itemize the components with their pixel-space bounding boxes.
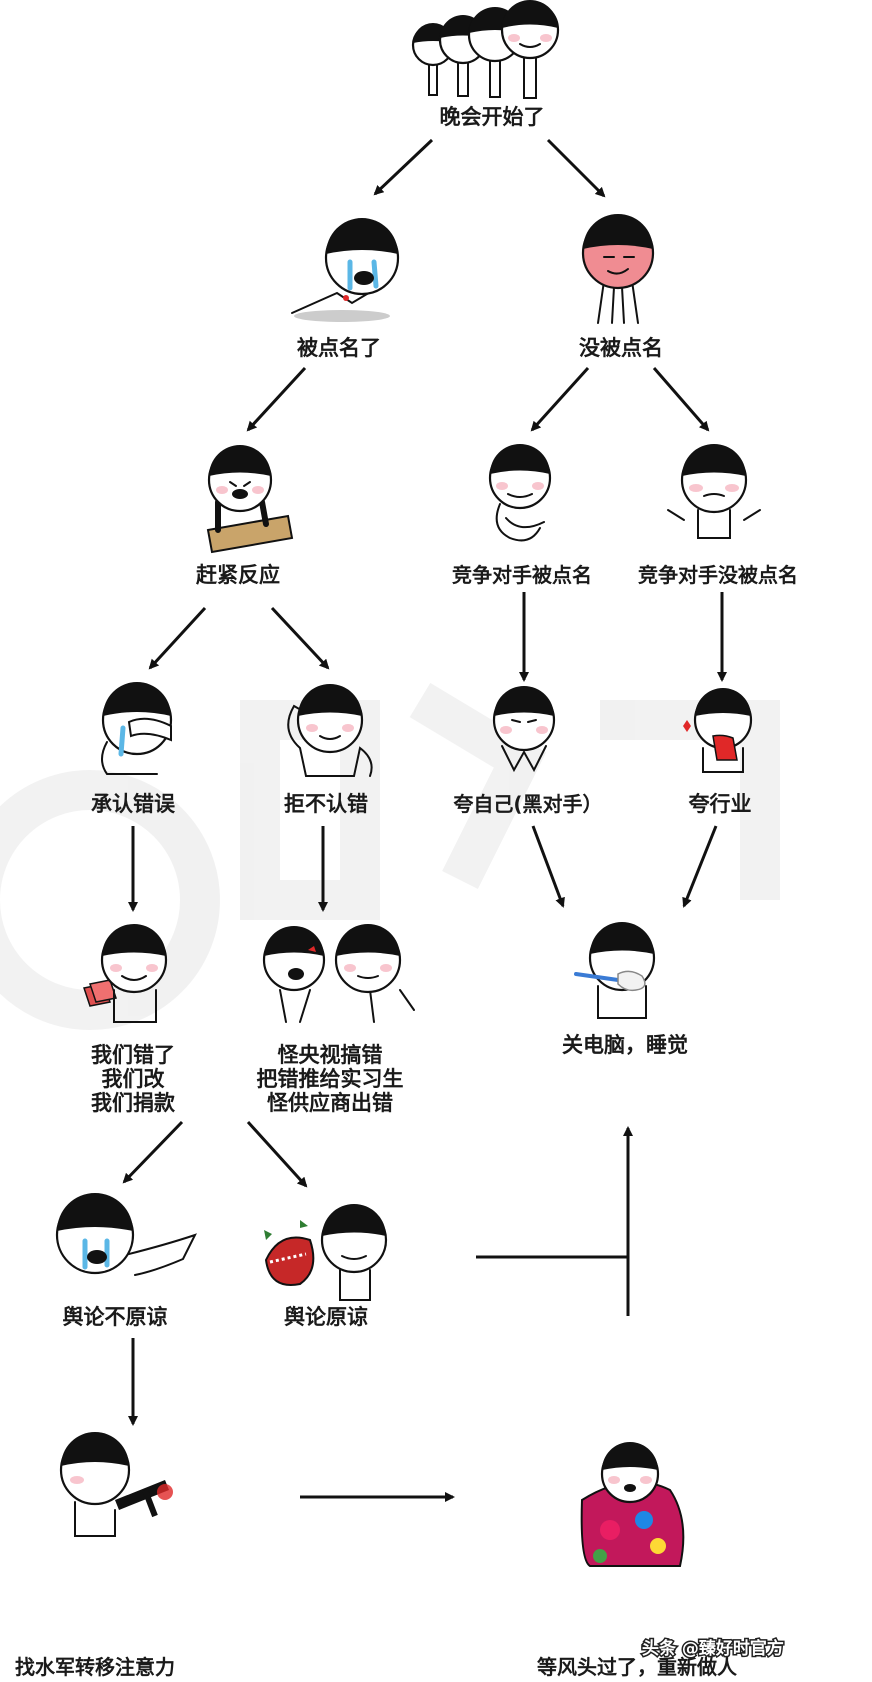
pounding-table-icon xyxy=(206,445,294,554)
arrow-react-to-admit xyxy=(148,606,207,670)
crying-kneeling-icon xyxy=(291,218,400,322)
two-faces-blaming-icon xyxy=(262,924,415,1023)
node-blame: 怪央视搞错 把错推给实习生 怪供应商出错 xyxy=(257,1043,404,1115)
node-trolls: 找水军转移注意力 xyxy=(15,1655,175,1679)
labels: 晚会开始了 被点名了 没被点名 赶紧反应 竞争对手被点名 竞争对手没被点名 承认… xyxy=(15,105,798,1679)
source-watermark: 头条 @臻好时官方 xyxy=(642,1638,784,1659)
arrow-start-to-notcalled xyxy=(546,138,606,198)
shrug-icon xyxy=(667,444,761,539)
wrapped-blanket-icon xyxy=(580,1442,685,1567)
gunman-icon xyxy=(59,1432,173,1537)
blame-line: 怪央视搞错 xyxy=(278,1043,383,1067)
sitting-smug-icon xyxy=(488,444,552,542)
node-rival-called: 竞争对手被点名 xyxy=(452,563,592,587)
flexing-icon xyxy=(287,684,373,777)
arrow-apology-to-notforgiven xyxy=(122,1120,184,1184)
arrow-notcalled-to-rivalcalled xyxy=(530,366,590,432)
node-not-forgiven: 舆论不原谅 xyxy=(63,1305,168,1329)
blame-line: 怪供应商出错 xyxy=(267,1091,393,1115)
node-react: 赶紧反应 xyxy=(195,563,280,587)
arrow-industry-to-sleep xyxy=(682,825,718,908)
node-deny: 拒不认错 xyxy=(284,792,368,816)
node-praise-self: 夸自己(黑对手） xyxy=(453,792,602,816)
arrow-praise-to-sleep xyxy=(531,825,565,908)
apology-line: 我们错了 xyxy=(91,1043,175,1067)
plant-monster-icon xyxy=(264,1204,388,1301)
connectors xyxy=(122,138,727,1502)
covering-eyes-icon xyxy=(101,682,173,775)
hands-on-chin-icon xyxy=(492,686,556,773)
node-sleep: 关电脑，睡觉 xyxy=(562,1033,688,1057)
apologizing-money-icon xyxy=(83,924,168,1023)
node-called: 被点名了 xyxy=(297,336,381,360)
nosebleed-icon xyxy=(683,688,753,773)
node-wait: 等风头过了，重新做人 xyxy=(537,1655,738,1679)
arrow-apology-to-forgiven xyxy=(246,1120,308,1188)
node-forgiven: 舆论原谅 xyxy=(284,1305,368,1329)
arrow-called-to-react xyxy=(246,366,307,432)
node-admit: 承认错误 xyxy=(91,792,176,816)
pink-face-icon xyxy=(581,214,655,324)
apology-line: 我们改 xyxy=(102,1067,166,1091)
group-faces-icon xyxy=(411,0,560,99)
node-apology: 我们错了 我们改 我们捐款 xyxy=(91,1043,176,1115)
apology-line: 我们捐款 xyxy=(91,1091,176,1115)
arrow-react-to-deny xyxy=(270,606,330,670)
blame-line: 把错推给实习生 xyxy=(257,1067,404,1091)
arrow-start-to-called xyxy=(373,138,434,196)
node-rival-not-called: 竞争对手没被点名 xyxy=(638,563,798,587)
brushing-teeth-icon xyxy=(574,922,656,1019)
node-praise-industry: 夸行业 xyxy=(689,792,752,816)
crying-lying-icon xyxy=(55,1193,197,1276)
arrow-notcalled-to-rivalnotcalled xyxy=(652,367,710,432)
node-start: 晚会开始了 xyxy=(440,105,545,129)
node-not-called: 没被点名 xyxy=(579,336,663,360)
